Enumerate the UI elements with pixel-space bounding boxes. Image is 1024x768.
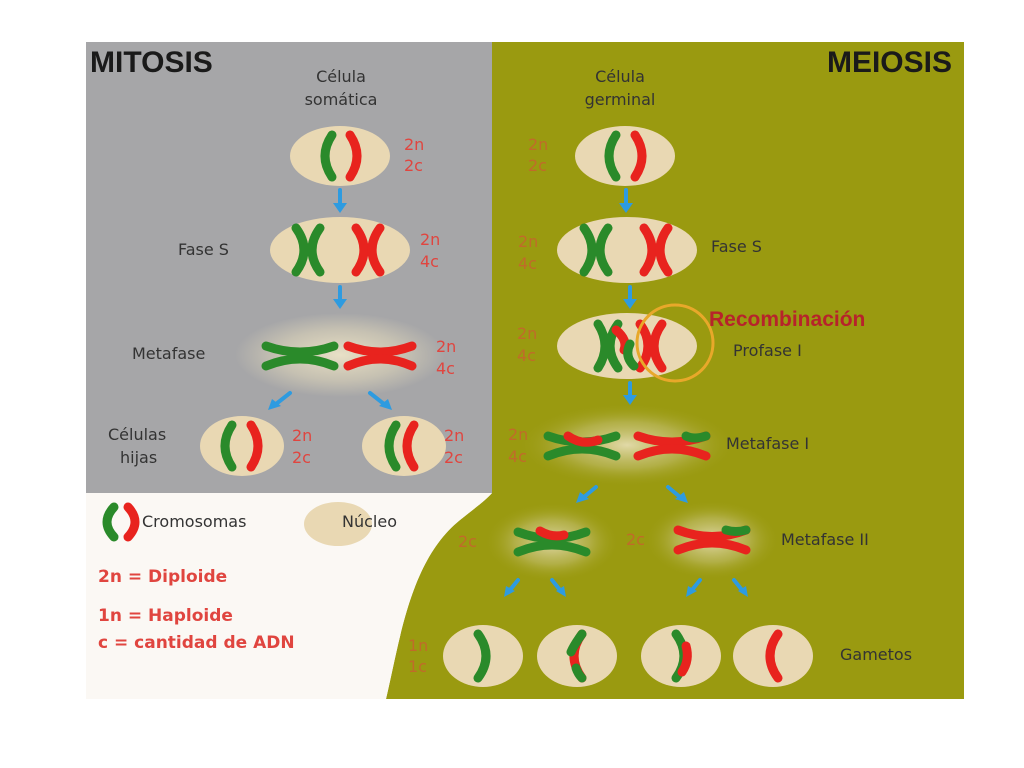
metafase1-label: Metafase I xyxy=(726,434,809,453)
meiosis-fase-s-c: 4c xyxy=(518,254,537,273)
meiosis-metafase2-right-cell xyxy=(644,500,780,580)
meiosis-metafase2-left-cell xyxy=(484,502,620,582)
germ-cell-label-2: germinal xyxy=(585,90,656,109)
mitosis-title: MITOSIS xyxy=(90,46,213,79)
mitosis-metafase-label: Metafase xyxy=(132,344,205,363)
meiosis-fase-s-n: 2n xyxy=(518,232,538,251)
daughter2-n: 2n xyxy=(444,426,464,445)
daughter2-c: 2c xyxy=(444,448,463,467)
arrow-down-right-icon xyxy=(666,485,688,503)
meiosis-metafase1-cell xyxy=(517,403,737,487)
recombination-highlight-circle xyxy=(635,303,715,383)
meiosis-metafase2-left-c: 2c xyxy=(458,532,477,551)
meiosis-profase-c: 4c xyxy=(517,346,536,365)
gamete-4 xyxy=(733,625,813,687)
arrow-down-icon xyxy=(623,381,637,405)
arrow-down-right-icon xyxy=(550,578,566,597)
mitosis-start-c: 2c xyxy=(404,156,423,175)
legend-nucleus: Núcleo xyxy=(342,512,397,531)
arrow-down-icon xyxy=(623,285,637,309)
daughter-cells-label-1: Células xyxy=(108,425,166,444)
daughter1-c: 2c xyxy=(292,448,311,467)
arrow-down-left-icon xyxy=(268,391,292,410)
meiosis-fase-s-label: Fase S xyxy=(711,237,762,256)
meiosis-metafase2-right-c: 2c xyxy=(626,530,645,549)
mitosis-metafase-c: 4c xyxy=(436,359,455,378)
mitosis-fase-s-n: 2n xyxy=(420,230,440,249)
daughter-cell-2 xyxy=(362,416,446,476)
chromosome-legend-icon xyxy=(102,502,140,542)
gametes-label: Gametos xyxy=(840,645,912,664)
mitosis-metafase-n: 2n xyxy=(436,337,456,356)
meiosis-profase-cell xyxy=(557,313,697,379)
legend-diploid: 2n = Diploide xyxy=(98,567,227,587)
arrow-down-icon xyxy=(619,188,633,213)
gamete-2 xyxy=(537,625,617,687)
gamete-3 xyxy=(641,625,721,687)
meiosis-metafase1-n: 2n xyxy=(508,425,528,444)
daughter1-n: 2n xyxy=(292,426,312,445)
meiosis-metafase1-c: 4c xyxy=(508,447,527,466)
gametes-n: 1n xyxy=(408,636,428,655)
meiosis-profase-n: 2n xyxy=(517,324,537,343)
legend-haploid: 1n = Haploide xyxy=(98,606,233,626)
mitosis-fase-s-label: Fase S xyxy=(178,240,229,259)
profase-label: Profase I xyxy=(733,341,802,360)
metafase2-label: Metafase II xyxy=(781,530,869,549)
gametes-c: 1c xyxy=(408,657,427,676)
legend-chromosomes: Cromosomas xyxy=(142,512,246,531)
legend-panel xyxy=(86,493,492,699)
germ-cell-label-1: Célula xyxy=(595,67,645,86)
meiosis-fase-s-cell xyxy=(557,217,697,283)
arrow-down-right-icon xyxy=(732,578,748,597)
meiosis-start-c: 2c xyxy=(528,156,547,175)
arrow-down-left-icon xyxy=(686,578,702,597)
arrow-down-left-icon xyxy=(576,485,598,503)
recombination-label: Recombinación xyxy=(709,308,865,331)
meiosis-title: MEIOSIS xyxy=(827,46,952,79)
somatic-cell-label-1: Célula xyxy=(316,67,366,86)
arrow-down-icon xyxy=(333,188,347,213)
nucleus-legend-icon xyxy=(304,502,372,546)
arrow-down-icon xyxy=(333,285,347,309)
meiosis-start-n: 2n xyxy=(528,135,548,154)
somatic-cell-label-2: somática xyxy=(305,90,378,109)
arrow-down-right-icon xyxy=(368,391,392,410)
mitosis-fase-s-c: 4c xyxy=(420,252,439,271)
mitosis-metafase-cell xyxy=(235,313,445,397)
mitosis-start-n: 2n xyxy=(404,135,424,154)
meiosis-germ-cell xyxy=(575,126,675,186)
gamete-1 xyxy=(443,625,523,687)
mitosis-fase-s-cell xyxy=(270,217,410,283)
daughter-cell-1 xyxy=(200,416,284,476)
arrow-down-left-icon xyxy=(504,578,520,597)
legend-dna-amount: c = cantidad de ADN xyxy=(98,633,295,653)
daughter-cells-label-2: hijas xyxy=(120,448,157,467)
mitosis-somatic-cell xyxy=(290,126,390,186)
